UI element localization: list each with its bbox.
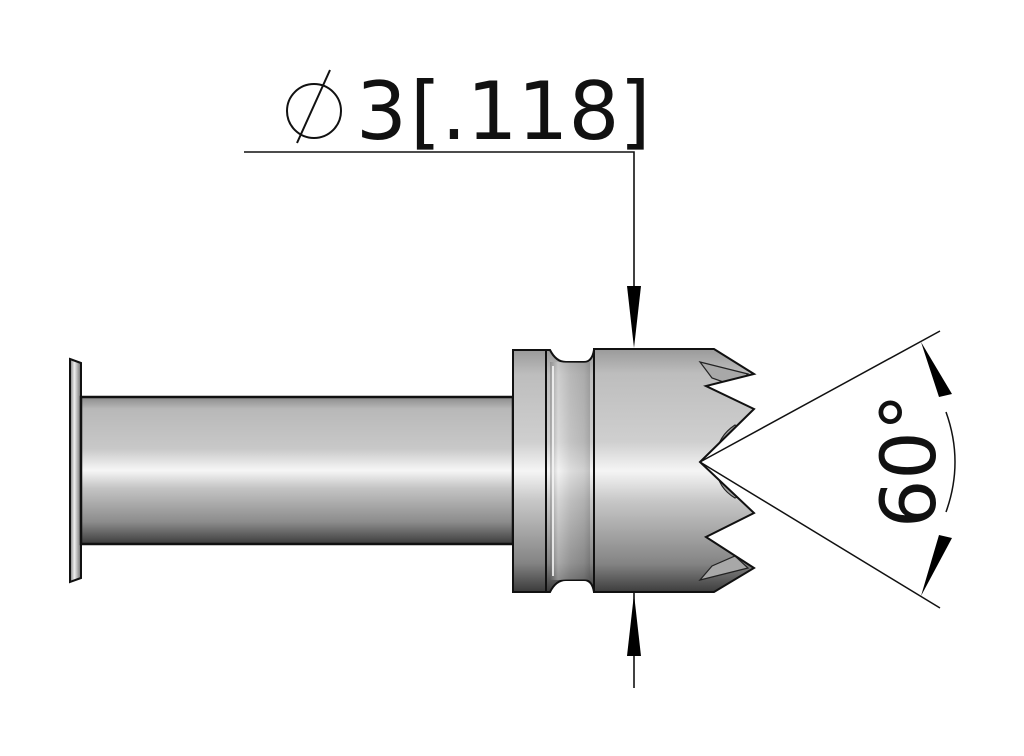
diameter-metric-value: 3 — [356, 65, 407, 158]
shaft — [79, 395, 515, 546]
collar — [512, 349, 547, 593]
diameter-imperial-value: [.118] — [410, 65, 651, 158]
crown-head — [593, 348, 757, 593]
groove — [545, 349, 595, 593]
angle-dimension: 60° — [699, 330, 956, 609]
angle-value: 60° — [864, 393, 953, 528]
diameter-dimension: 3 [.118] — [244, 65, 651, 688]
diameter-symbol-icon — [286, 69, 342, 144]
end-flange — [69, 357, 82, 584]
